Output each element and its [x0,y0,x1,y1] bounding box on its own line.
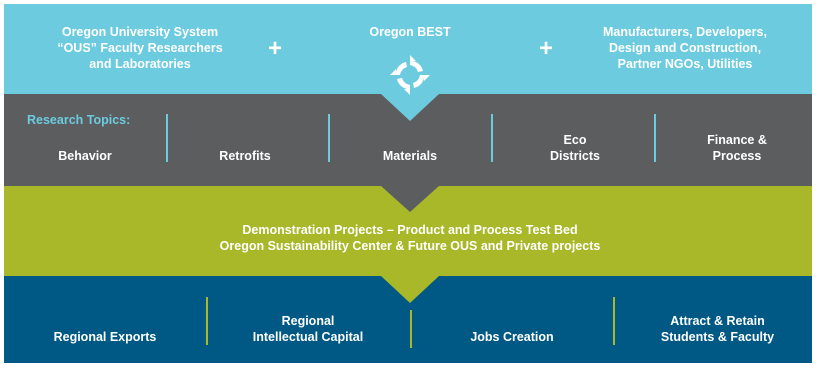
outcome-divider [410,310,412,348]
oregon-best-logo-icon [390,55,430,95]
arrow-research-to-demo [381,186,439,212]
plus-sign-left: + [268,35,283,62]
outcome-regional-exports: Regional Exports [53,330,157,344]
outcome-attract-retain: Attract & Retain Students & Faculty [660,314,775,344]
partners-band [4,4,812,94]
topic-retrofits: Retrofits [219,149,271,163]
outcome-divider [613,297,615,345]
topic-materials: Materials [382,149,438,163]
partners-text: Manufacturers, Developers, Design and Co… [603,25,767,71]
outcome-divider [206,297,208,345]
arrow-partners-to-research [381,94,439,121]
outcome-jobs-creation: Jobs Creation [470,330,554,344]
research-divider [654,114,656,162]
plus-sign-right: + [539,35,554,62]
ous-researchers-text: Oregon University System “OUS” Faculty R… [57,25,223,71]
demonstration-projects-text: Demonstration Projects – Product and Pro… [242,223,578,237]
arrow-demo-to-outcomes [381,276,439,303]
research-divider [166,114,168,162]
topic-eco-districts: Eco Districts [549,133,601,163]
research-divider [328,114,330,162]
sustainability-center-text: Oregon Sustainability Center & Future OU… [219,239,601,253]
research-topics-label: Research Topics: [27,113,131,127]
topic-finance-process: Finance & Process [707,133,767,163]
oregon-best-title: Oregon BEST [369,25,451,39]
topic-behavior: Behavior [58,149,112,163]
outcome-intellectual-capital: Regional Intellectual Capital [252,314,364,344]
research-divider [491,114,493,162]
